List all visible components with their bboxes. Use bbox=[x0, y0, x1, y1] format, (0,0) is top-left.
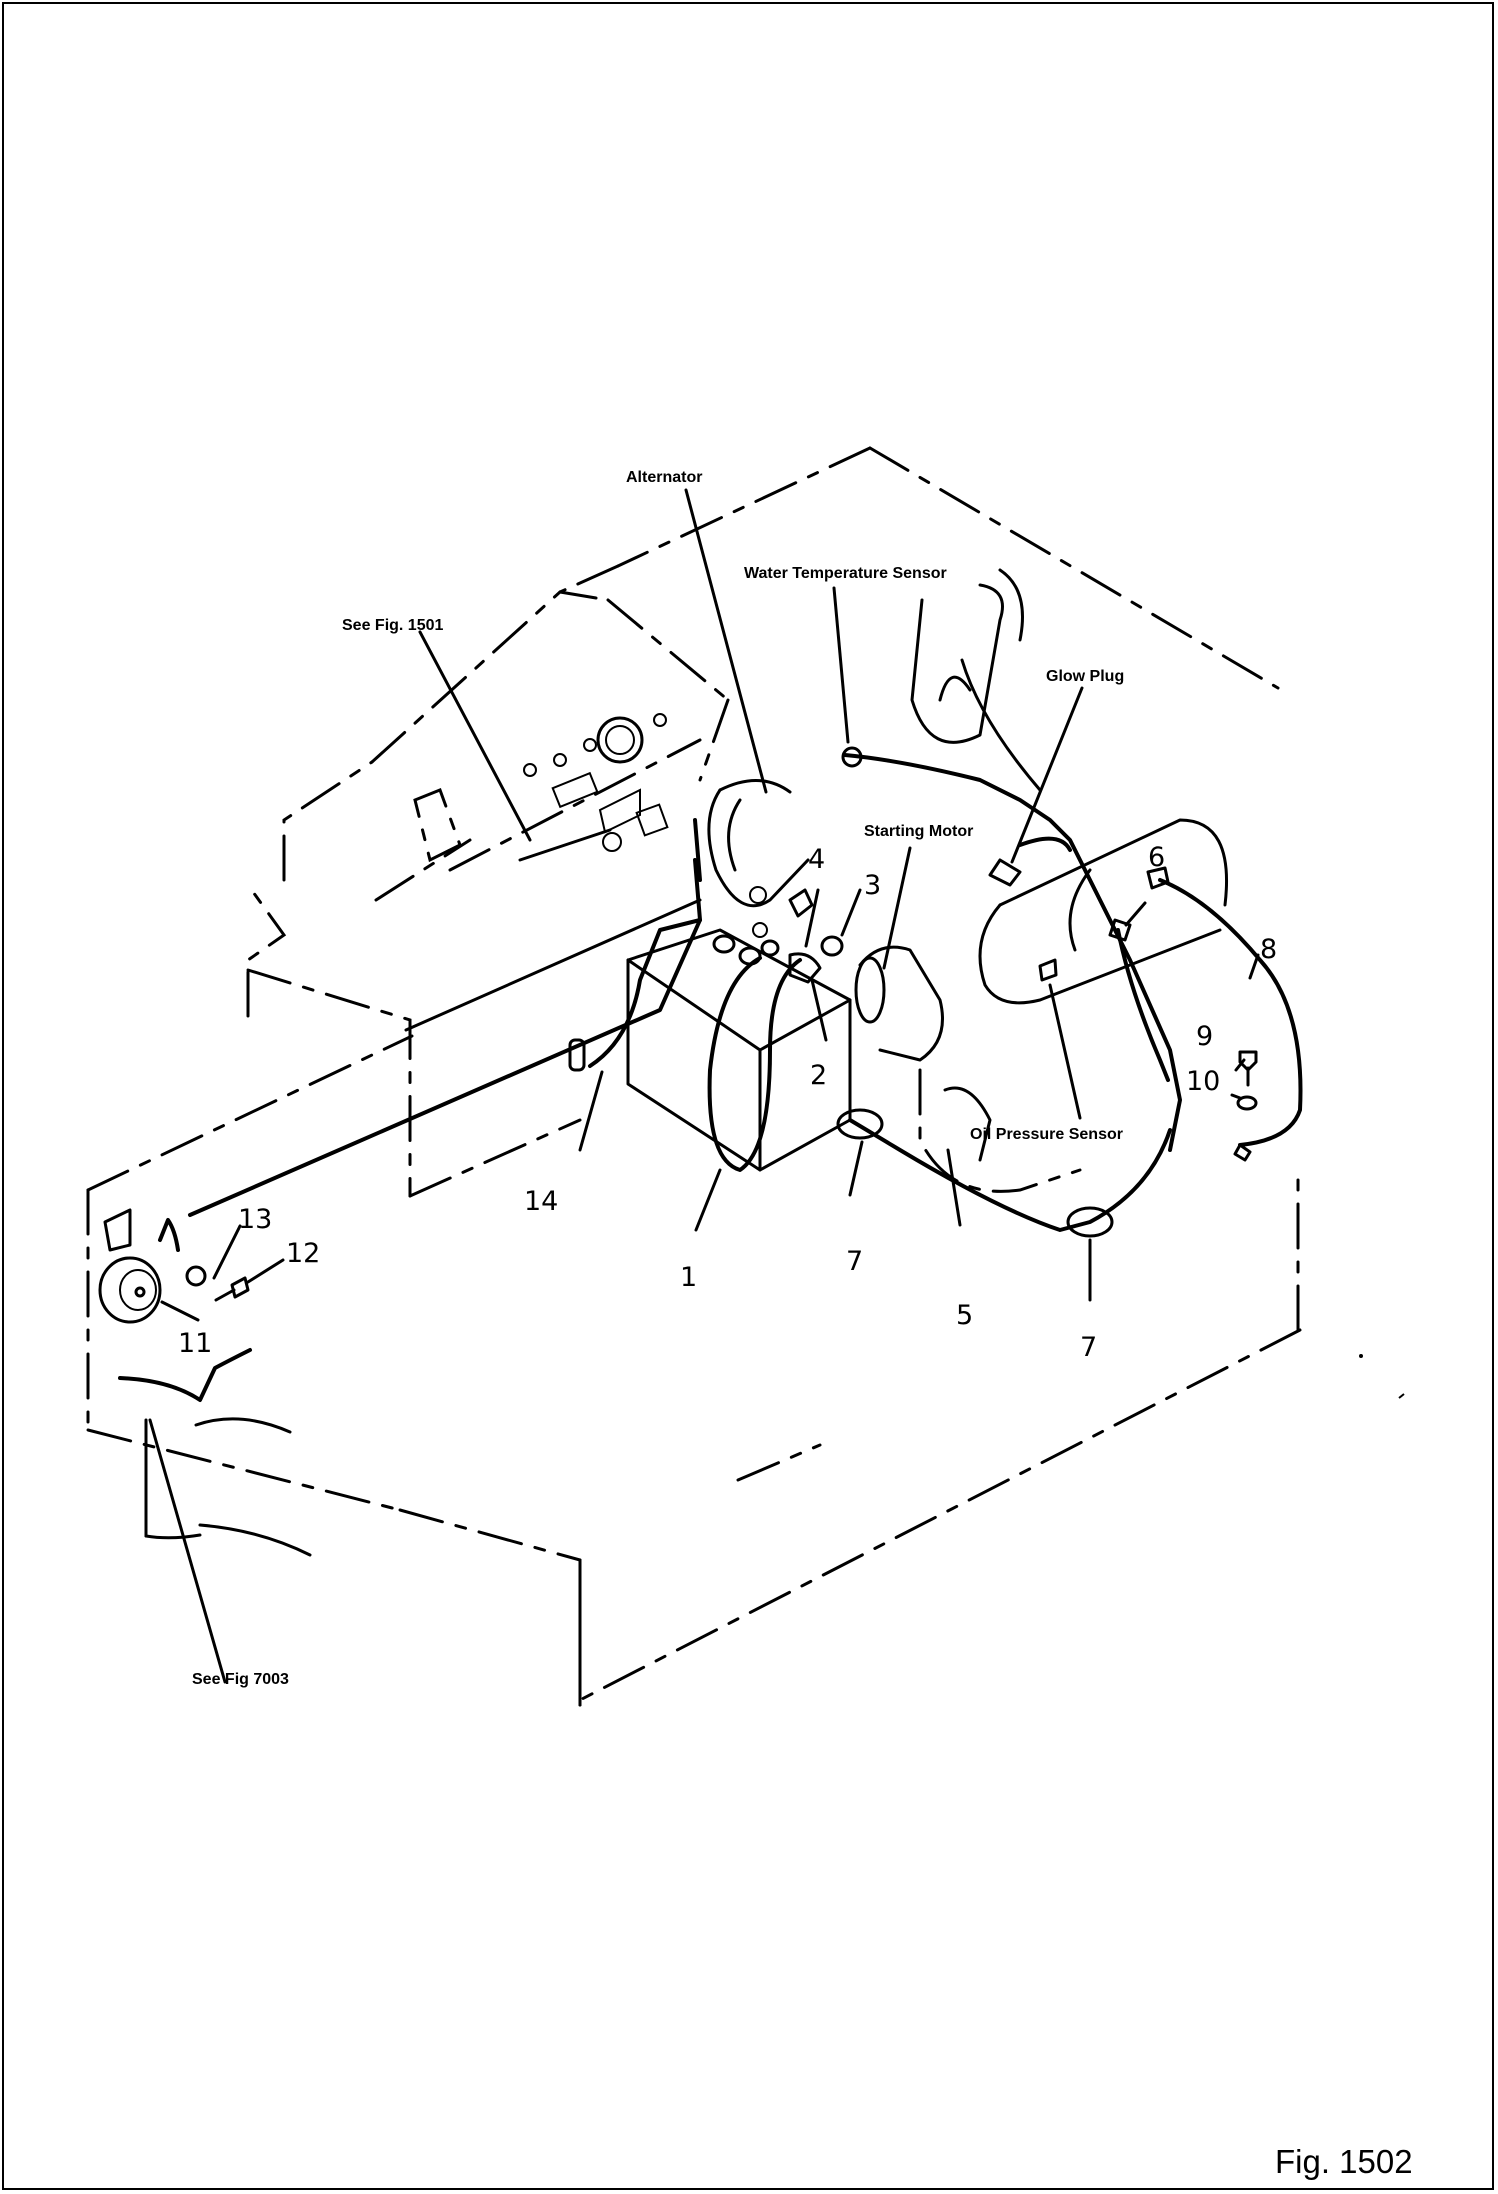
part-number-9: 9 bbox=[1196, 1021, 1213, 1052]
alternator bbox=[707, 779, 810, 938]
part-number-1: 1 bbox=[680, 1262, 697, 1293]
part-number-12: 12 bbox=[286, 1238, 320, 1269]
battery bbox=[626, 928, 852, 1172]
wiring-harness bbox=[188, 746, 1303, 1238]
part-number-8: 8 bbox=[1260, 934, 1277, 965]
see-fig-1501-label: See Fig. 1501 bbox=[342, 617, 443, 634]
part-number-2: 2 bbox=[810, 1060, 827, 1091]
part-number-6: 6 bbox=[1148, 842, 1165, 873]
glow-plug-label: Glow Plug bbox=[1046, 668, 1124, 685]
alternator-label: Alternator bbox=[626, 469, 702, 486]
part-number-5: 5 bbox=[956, 1300, 973, 1331]
part-number-7b: 7 bbox=[1080, 1332, 1097, 1363]
part-number-4: 4 bbox=[808, 844, 825, 875]
horn-assembly bbox=[98, 1050, 1258, 1402]
see-fig-7003-label: See Fig 7003 bbox=[192, 1671, 289, 1688]
stray-mark bbox=[1398, 1393, 1405, 1399]
part-number-11: 11 bbox=[178, 1328, 212, 1359]
stray-dot bbox=[1359, 1354, 1363, 1358]
part-number-14: 14 bbox=[524, 1186, 558, 1217]
figure-number: Fig. 1502 bbox=[1275, 2143, 1413, 2180]
part-number-3: 3 bbox=[864, 870, 881, 901]
leader-lines bbox=[148, 488, 1260, 1684]
operator-console-housing bbox=[246, 590, 730, 1198]
water-temperature-sensor-label: Water Temperature Sensor bbox=[744, 565, 947, 582]
part-number-13: 13 bbox=[238, 1204, 272, 1235]
oil-pressure-sensor-label: Oil Pressure Sensor bbox=[970, 1126, 1123, 1143]
part-number-10: 10 bbox=[1186, 1066, 1220, 1097]
machine-body-outline bbox=[86, 446, 1302, 1707]
starting-motor-label: Starting Motor bbox=[864, 823, 973, 840]
engine-block bbox=[854, 583, 1229, 1193]
part-number-7a: 7 bbox=[846, 1246, 863, 1277]
